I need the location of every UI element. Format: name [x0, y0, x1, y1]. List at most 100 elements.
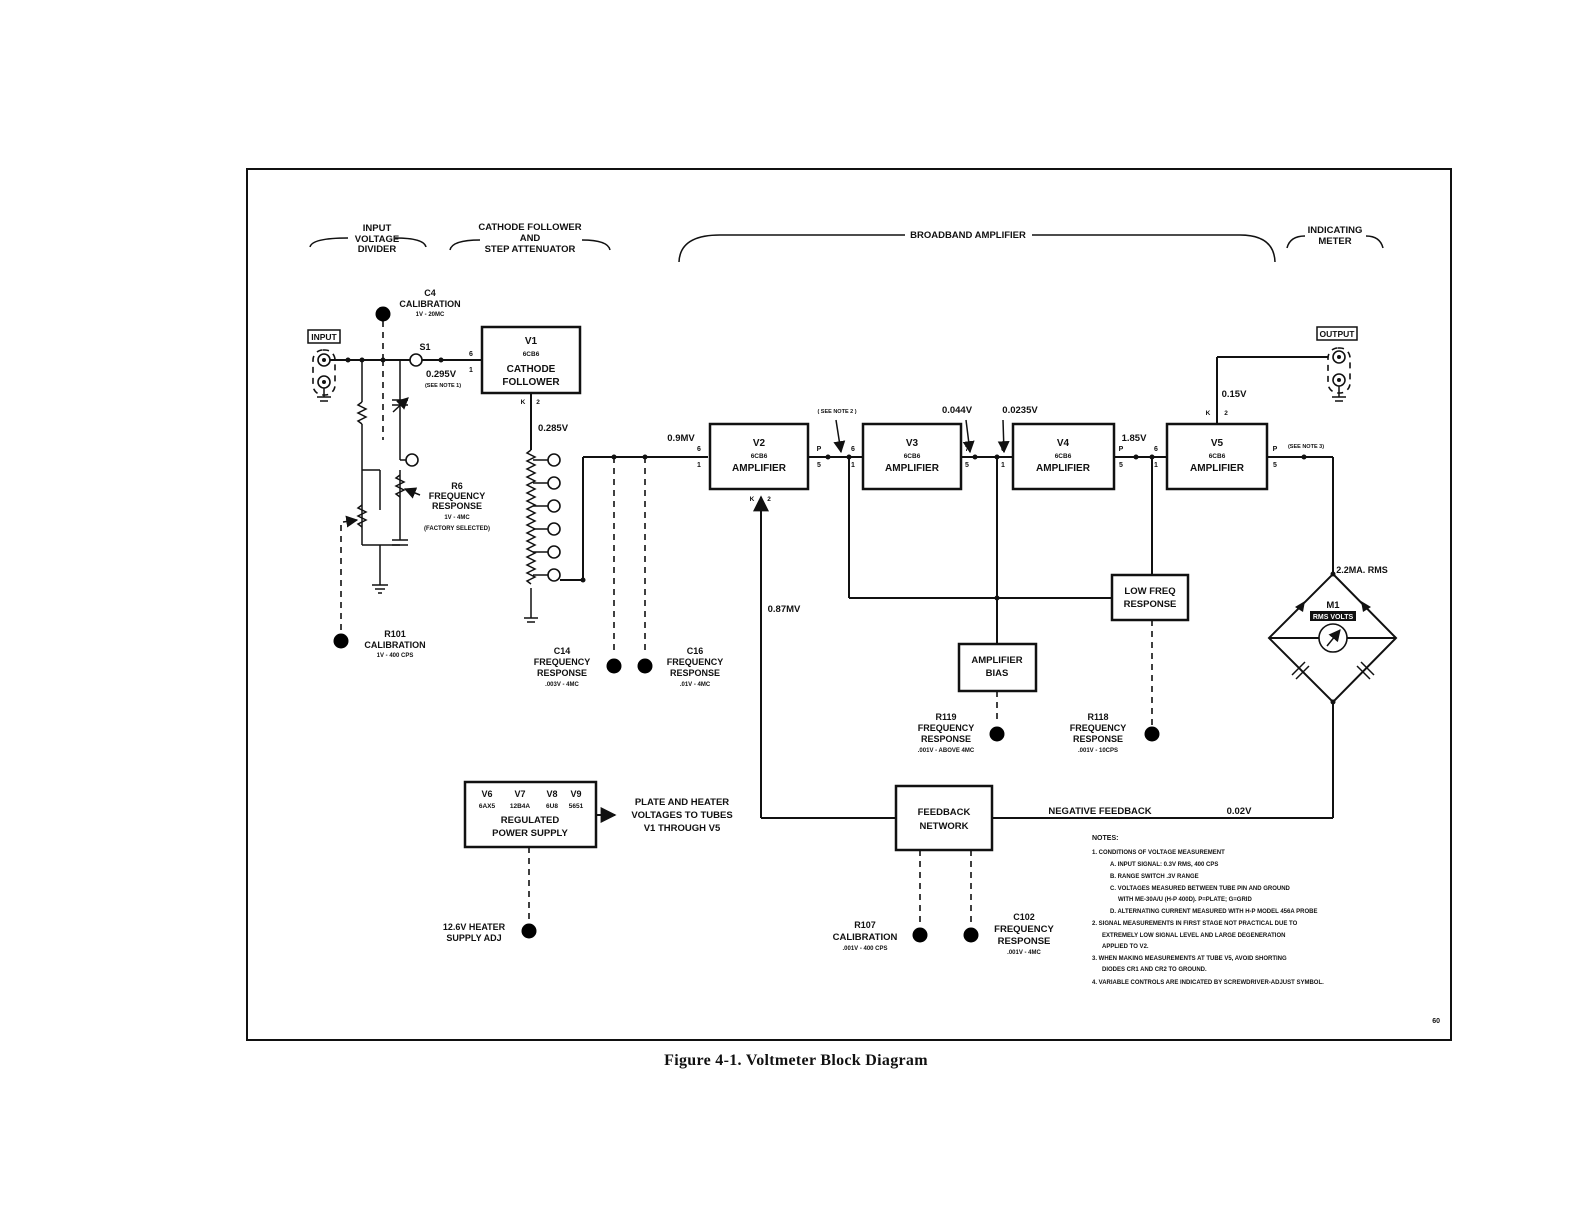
svg-text:0.295V: 0.295V	[426, 369, 457, 380]
svg-text:BROADBAND AMPLIFIER: BROADBAND AMPLIFIER	[910, 230, 1026, 241]
section-broadband-amplifier: BROADBAND AMPLIFIER	[678, 230, 1276, 263]
svg-text:.001V - ABOVE 4MC: .001V - ABOVE 4MC	[918, 748, 975, 754]
svg-text:6CB6: 6CB6	[523, 351, 540, 358]
svg-text:6AX5: 6AX5	[479, 803, 496, 810]
c14-adjust-icon[interactable]	[606, 658, 622, 674]
c102-adjust-icon[interactable]	[963, 927, 979, 943]
svg-text:0.285V: 0.285V	[538, 423, 569, 434]
r118-label: R118 FREQUENCY RESPONSE .001V - 10CPS	[1070, 712, 1127, 754]
svg-text:6: 6	[469, 351, 473, 358]
svg-text:RESPONSE: RESPONSE	[670, 668, 720, 678]
diagram-border	[246, 168, 1452, 1041]
heater-label: 12.6V HEATER SUPPLY ADJ	[443, 922, 506, 943]
v5-output-wiring: K 2 0.15V	[1206, 356, 1328, 424]
svg-text:P: P	[817, 446, 822, 453]
svg-text:R6: R6	[451, 481, 463, 491]
svg-text:.001V - 400 CPS: .001V - 400 CPS	[842, 946, 887, 952]
step-attenuator: K 2 0.285V	[521, 393, 708, 655]
svg-text:FOLLOWER: FOLLOWER	[502, 377, 560, 388]
svg-text:K: K	[750, 496, 755, 503]
svg-text:EXTREMELY LOW SIGNAL LEVEL AND: EXTREMELY LOW SIGNAL LEVEL AND LARGE DEG…	[1102, 933, 1285, 939]
svg-text:6CB6: 6CB6	[1055, 453, 1072, 460]
v4-block: V4 6CB6 AMPLIFIER	[1011, 422, 1116, 491]
svg-text:7: 7	[965, 446, 969, 453]
heater-adjust-icon[interactable]	[521, 923, 537, 939]
svg-text:.001V - 4MC: .001V - 4MC	[1007, 950, 1041, 956]
r119-adjust-icon[interactable]	[989, 726, 1005, 742]
svg-text:1: 1	[1154, 462, 1158, 469]
svg-text:POWER SUPPLY: POWER SUPPLY	[492, 828, 568, 839]
svg-text:P: P	[1273, 446, 1278, 453]
svg-text:D. ALTERNATING CURRENT MEASURE: D. ALTERNATING CURRENT MEASURED WITH H-P…	[1110, 909, 1317, 915]
svg-text:CATHODE FOLLOWER: CATHODE FOLLOWER	[478, 222, 581, 233]
v5-input-voltage: 1.85V	[1122, 433, 1147, 444]
svg-text:DIODES CR1 AND CR2 TO GROUND.: DIODES CR1 AND CR2 TO GROUND.	[1102, 967, 1207, 973]
r107-adjust-icon[interactable]	[912, 927, 928, 943]
svg-text:R101: R101	[384, 629, 406, 639]
r119-label: R119 FREQUENCY RESPONSE .001V - ABOVE 4M…	[918, 712, 975, 754]
r101-label: R101 CALIBRATION 1V - 400 CPS	[364, 629, 425, 659]
section-cathode-follower: CATHODE FOLLOWER AND STEP ATTENUATOR	[449, 222, 611, 255]
svg-text:C. VOLTAGES MEASURED BETWEEN T: C. VOLTAGES MEASURED BETWEEN TUBE PIN AN…	[1110, 886, 1291, 892]
svg-text:2: 2	[767, 496, 771, 503]
svg-text:2. SIGNAL MEASUREMENTS IN FIRS: 2. SIGNAL MEASUREMENTS IN FIRST STAGE NO…	[1092, 921, 1298, 927]
svg-text:5: 5	[1273, 462, 1277, 469]
svg-text:NEGATIVE FEEDBACK: NEGATIVE FEEDBACK	[1048, 806, 1151, 817]
r118-adjust-icon[interactable]	[1144, 726, 1160, 742]
svg-text:V8: V8	[546, 789, 557, 799]
c16-adjust-icon[interactable]	[637, 658, 653, 674]
svg-text:CALIBRATION: CALIBRATION	[399, 299, 460, 309]
svg-text:AMPLIFIER: AMPLIFIER	[885, 463, 940, 474]
r107-label: R107 CALIBRATION .001V - 400 CPS	[833, 920, 898, 952]
svg-text:12B4A: 12B4A	[510, 803, 531, 810]
svg-text:5: 5	[817, 462, 821, 469]
svg-text:6CB6: 6CB6	[751, 453, 768, 460]
svg-text:1. CONDITIONS OF VOLTAGE MEASU: 1. CONDITIONS OF VOLTAGE MEASUREMENT	[1092, 850, 1225, 856]
svg-text:C102: C102	[1013, 912, 1035, 922]
section-indicating-meter: INDICATING METER	[1286, 225, 1384, 249]
svg-text:RESPONSE: RESPONSE	[998, 936, 1051, 947]
input-terminal: INPUT	[307, 329, 341, 402]
svg-text:RESPONSE: RESPONSE	[432, 501, 482, 511]
c4-adjust-icon[interactable]	[375, 306, 391, 322]
svg-text:FEEDBACK: FEEDBACK	[918, 807, 971, 818]
svg-text:INPUT: INPUT	[311, 332, 337, 342]
svg-text:1: 1	[1001, 462, 1005, 469]
svg-text:6: 6	[1001, 446, 1005, 453]
v4-input-voltage: 0.0235V	[1002, 405, 1038, 416]
svg-text:(SEE NOTE 1): (SEE NOTE 1)	[425, 383, 461, 389]
svg-text:M1: M1	[1326, 600, 1340, 611]
svg-text:AMPLIFIER: AMPLIFIER	[1190, 463, 1245, 474]
figure-caption: Figure 4-1. Voltmeter Block Diagram	[664, 1052, 928, 1069]
svg-text:NOTES:: NOTES:	[1092, 835, 1118, 842]
svg-text:STEP ATTENUATOR: STEP ATTENUATOR	[485, 244, 576, 255]
svg-text:12.6V HEATER: 12.6V HEATER	[443, 922, 506, 932]
svg-text:AMPLIFIER: AMPLIFIER	[1036, 463, 1091, 474]
r101-adjust-icon[interactable]	[333, 633, 349, 649]
svg-text:V9: V9	[570, 789, 581, 799]
svg-text:5: 5	[965, 462, 969, 469]
svg-text:V2: V2	[753, 438, 766, 449]
svg-text:1: 1	[851, 462, 855, 469]
output-terminal: OUTPUT	[1316, 326, 1358, 402]
svg-text:A. INPUT SIGNAL: 0.3V RMS, 400: A. INPUT SIGNAL: 0.3V RMS, 400 CPS	[1110, 862, 1218, 868]
svg-text:.01V - 4MC: .01V - 4MC	[680, 682, 711, 688]
svg-text:V4: V4	[1057, 438, 1070, 449]
svg-text:5: 5	[1119, 462, 1123, 469]
svg-text:CALIBRATION: CALIBRATION	[833, 932, 898, 943]
svg-text:AMPLIFIER: AMPLIFIER	[732, 463, 787, 474]
v2-input-voltage: 0.9MV	[667, 433, 695, 444]
see-note-2: ( SEE NOTE 2 )	[817, 409, 856, 415]
svg-text:NETWORK: NETWORK	[919, 821, 968, 832]
svg-text:VOLTAGES TO TUBES: VOLTAGES TO TUBES	[631, 810, 732, 821]
r6-label: R6 FREQUENCY RESPONSE 1V - 4MC (FACTORY …	[424, 481, 490, 532]
svg-text:CATHODE: CATHODE	[507, 364, 556, 375]
svg-text:RESPONSE: RESPONSE	[921, 734, 971, 744]
v3-input-voltage: 0.044V	[942, 405, 973, 416]
svg-text:REGULATED: REGULATED	[501, 815, 560, 826]
svg-text:6: 6	[1154, 446, 1158, 453]
svg-text:1: 1	[469, 367, 473, 374]
svg-text:0.15V: 0.15V	[1222, 389, 1247, 400]
svg-text:2: 2	[536, 399, 540, 406]
